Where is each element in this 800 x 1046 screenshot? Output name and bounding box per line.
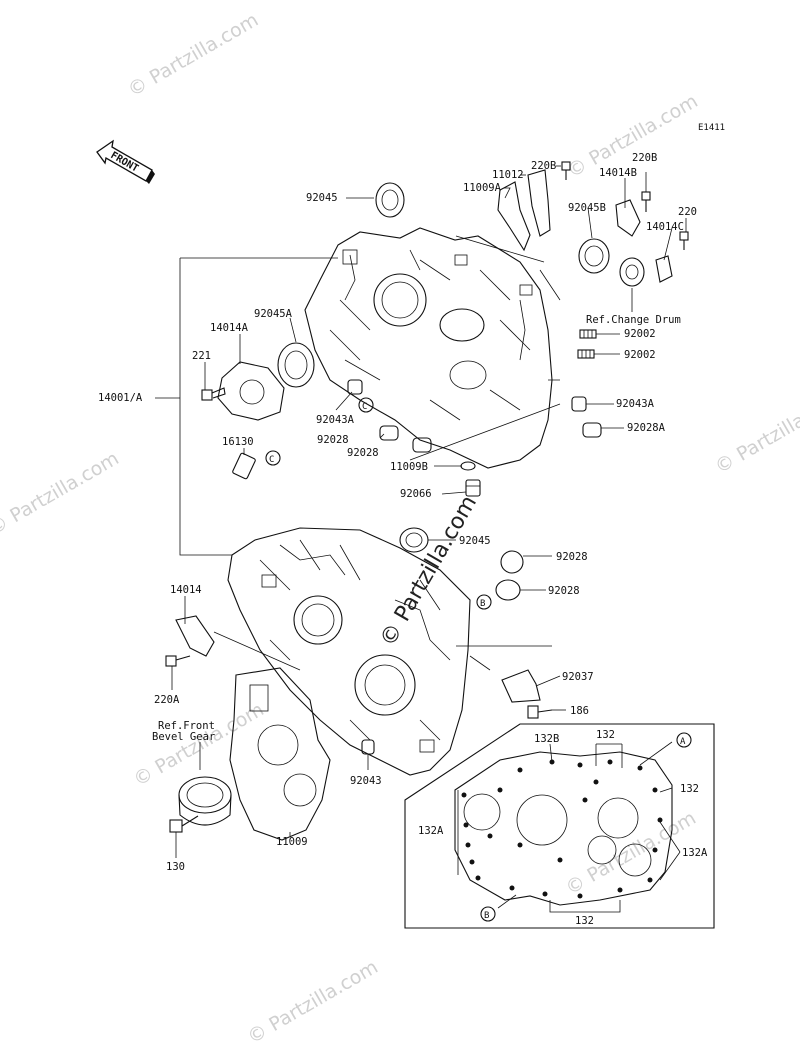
watermark: © Partzilla.com [124,9,262,101]
diagram-code: E1411 [698,123,725,133]
svg-text:C: C [362,402,367,412]
callout-C-lower: C [265,450,281,466]
svg-text:A: A [680,737,686,747]
label-14001A: 14001/A [98,392,143,404]
bolt-220-icon [679,231,689,250]
watermark: © Partzilla.com [0,447,123,539]
label-92028A: 92028A [627,422,666,434]
plate-11009A [497,181,531,252]
label-92028: 92028 [347,447,379,459]
bolt-220A-icon [165,655,191,667]
callout-B-main: B [476,594,492,610]
label-220: 220 [678,206,697,218]
bearings [277,182,645,601]
watermark: © Partzilla.com [244,956,382,1046]
inset-bolt-holes [461,759,663,899]
label-11009A: 11009A [463,182,502,194]
callout-B-inset: B [480,906,496,922]
plate-14014 [175,615,215,657]
label-92045: 92045 [459,535,491,547]
plate-14014C [655,255,673,283]
label-132: 132 [596,729,615,741]
label-11009: 11009 [276,836,308,848]
covers [175,169,673,841]
label-92028: 92028 [317,434,349,446]
svg-text:C: C [269,455,274,465]
label-132A: 132A [418,825,444,837]
callout-C-upper: C [358,397,374,413]
label-92028: 92028 [548,585,580,597]
label-220A: 220A [154,694,180,706]
label-92045B: 92045B [568,202,606,214]
label-92028: 92028 [556,551,588,563]
bolts [165,161,689,833]
part-labels: 220B 11012 11009A 92045 14014B 220B 9204… [98,152,708,927]
label-92043: 92043 [350,775,382,787]
plate-11012 [527,169,551,237]
label-132B: 132B [534,733,559,745]
leader-lines [155,165,687,858]
label-ref-change-drum: Ref.Change Drum [586,314,681,326]
bearing-92045-mid [399,527,429,553]
bolt-221-icon [201,387,226,401]
bevel-gear-housing [178,776,232,826]
bolt-186-icon [527,705,553,719]
label-ref-front: Ref.Front [158,720,215,732]
label-92043A: 92043A [616,398,655,410]
plate-14014B [615,199,641,237]
cover-14014A [217,361,285,421]
callout-A-inset: A [676,732,692,748]
bolt-92002-b-icon [577,349,595,359]
bearing-92045-top [375,182,405,218]
label-11009B: 11009B [390,461,428,473]
label-14014: 14014 [170,584,202,596]
bearing-92028-c [500,550,524,574]
label-220B: 220B [632,152,657,164]
watermark: © Partzilla.com [711,386,800,478]
label-92002: 92002 [624,349,656,361]
plug-16130-icon [232,452,256,480]
svg-text:B: B [484,911,489,921]
label-16130: 16130 [222,436,254,448]
label-186: 186 [570,705,589,717]
callouts: C C B A B [265,397,692,922]
bushes [347,379,602,755]
label-92045A: 92045A [254,308,293,320]
bolt-220B-a-icon [561,161,571,180]
plate-92037 [501,669,541,703]
front-arrow-icon: FRONT [96,139,155,184]
label-14014A: 14014A [210,322,249,334]
label-220B: 220B [531,160,556,172]
label-92045: 92045 [306,192,338,204]
label-bevel-gear: Bevel Gear [152,731,215,743]
upper-crankcase [304,227,553,469]
label-130: 130 [166,861,185,873]
label-132: 132 [575,915,594,927]
label-92066: 92066 [400,488,432,500]
gasket-11009 [229,667,331,841]
label-14014B: 14014B [599,167,637,179]
svg-text:B: B [480,599,485,609]
label-92002: 92002 [624,328,656,340]
label-92043A: 92043A [316,414,355,426]
center-watermark: © Partzilla.com [376,491,483,651]
label-11012: 11012 [492,169,524,181]
bearing-92028-d [495,579,521,601]
bearing-92045A [277,342,315,388]
label-221: 221 [192,350,211,362]
label-132: 132 [680,783,699,795]
detail-inset [404,723,715,929]
label-92037: 92037 [562,671,594,683]
bearing-92045B [578,238,610,274]
bolt-92002-a-icon [579,329,597,339]
label-132A: 132A [682,847,708,859]
label-14014C: 14014C [646,221,684,233]
bolt-220B-b-icon [641,191,651,212]
lower-crankcase [227,527,471,776]
bearing-right [619,257,645,287]
plug-92066-icon [465,479,481,497]
